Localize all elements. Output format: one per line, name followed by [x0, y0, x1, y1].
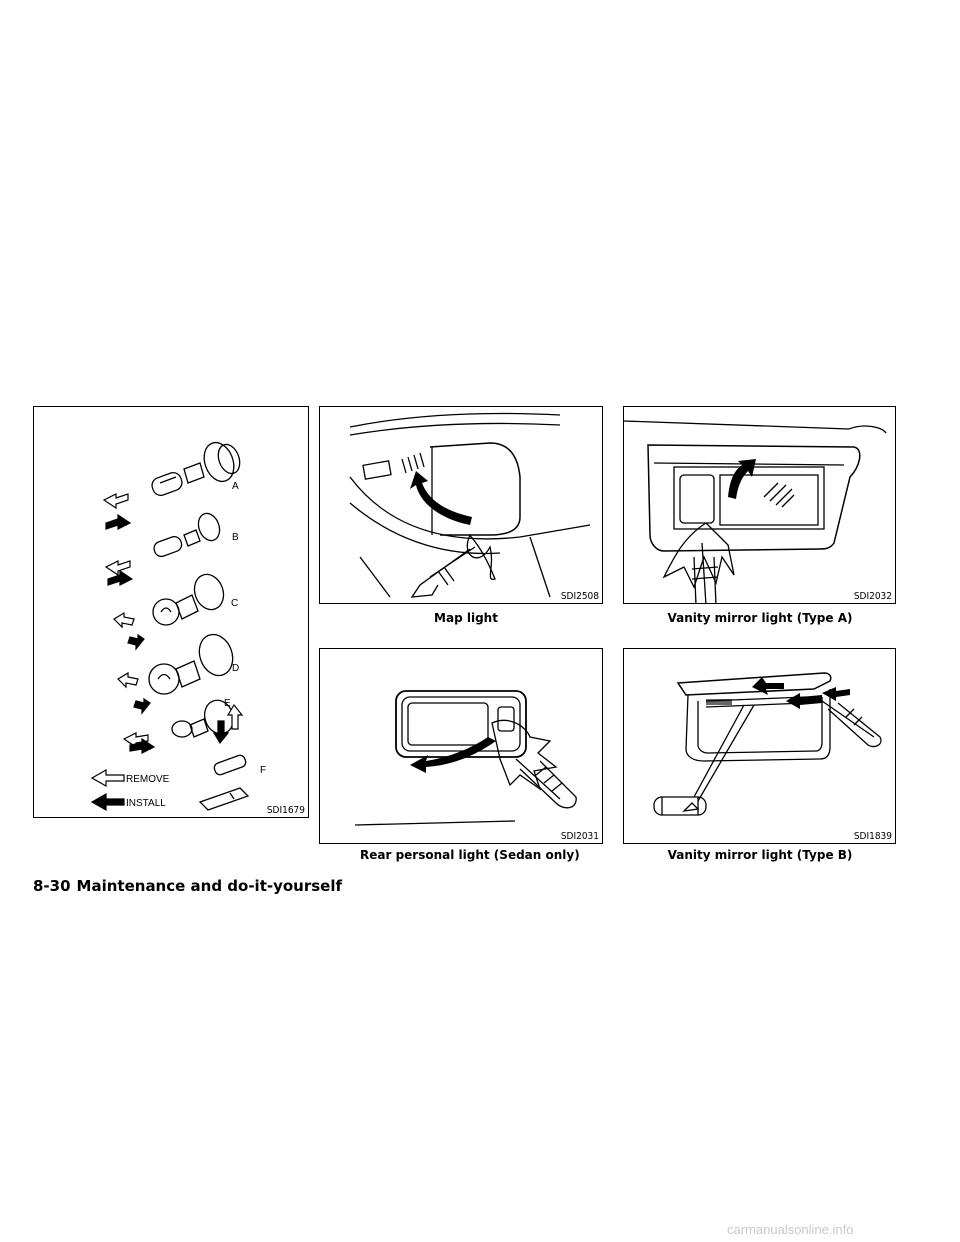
caption-map-light: Map light	[434, 611, 498, 625]
caption-vanity-b: Vanity mirror light (Type B)	[667, 848, 853, 862]
rear-personal-illustration	[354, 690, 577, 826]
figure-vanity-a: SDI2032	[623, 406, 896, 604]
arrow-install-icon	[786, 693, 822, 709]
figure-vanity-b: SDI1839	[623, 648, 896, 844]
bulb-b-icon	[153, 512, 221, 558]
page-number: 8-30	[33, 877, 71, 895]
arrow-left-icon	[752, 677, 784, 695]
caption-rear-personal: Rear personal light (Sedan only)	[360, 848, 580, 862]
map-light-illustration	[349, 412, 591, 598]
curved-arrow-icon	[728, 459, 756, 499]
legend-remove: REMOVE	[126, 774, 170, 785]
page-footer: 8-30 Maintenance and do-it-yourself	[33, 877, 342, 895]
pointer-arrow-icon	[682, 802, 700, 812]
label-d: D	[232, 663, 239, 674]
figure-map-light: SDI2508	[319, 406, 603, 604]
bulb-a-icon	[151, 441, 241, 496]
figure-rear-personal: SDI2031	[319, 648, 603, 844]
curved-arrow-icon	[410, 737, 496, 773]
arrow-remove-icon	[822, 687, 850, 701]
curved-arrow-icon	[410, 471, 472, 525]
figure-bulb-types: A B C D E F REMOVE INSTALL SDI1679	[33, 406, 309, 818]
bulb-f-icon	[198, 754, 250, 811]
vanity-a-illustration	[624, 420, 887, 603]
bulb-c-icon	[152, 573, 225, 626]
label-c: C	[231, 598, 238, 609]
label-f: F	[260, 765, 266, 776]
vanity-b-illustration	[653, 672, 882, 816]
figure-code: SDI2032	[853, 591, 892, 602]
figure-code: SDI1679	[266, 805, 305, 816]
bulb-labels: A B C D E F REMOVE INSTALL	[126, 481, 266, 809]
figure-code: SDI2031	[560, 831, 599, 842]
figure-code: SDI2508	[560, 591, 599, 602]
figure-code: SDI1839	[853, 831, 892, 842]
bulb-types-illustration: A B C D E F REMOVE INSTALL	[90, 441, 266, 812]
section-title: Maintenance and do-it-yourself	[76, 877, 343, 895]
label-e: E	[224, 698, 231, 709]
label-a: A	[232, 481, 239, 492]
caption-vanity-a: Vanity mirror light (Type A)	[667, 611, 853, 625]
bulb-d-icon	[148, 633, 234, 695]
label-b: B	[232, 532, 239, 543]
legend-install: INSTALL	[126, 798, 166, 809]
watermark[interactable]: carmanualsonline.info	[727, 1222, 854, 1237]
